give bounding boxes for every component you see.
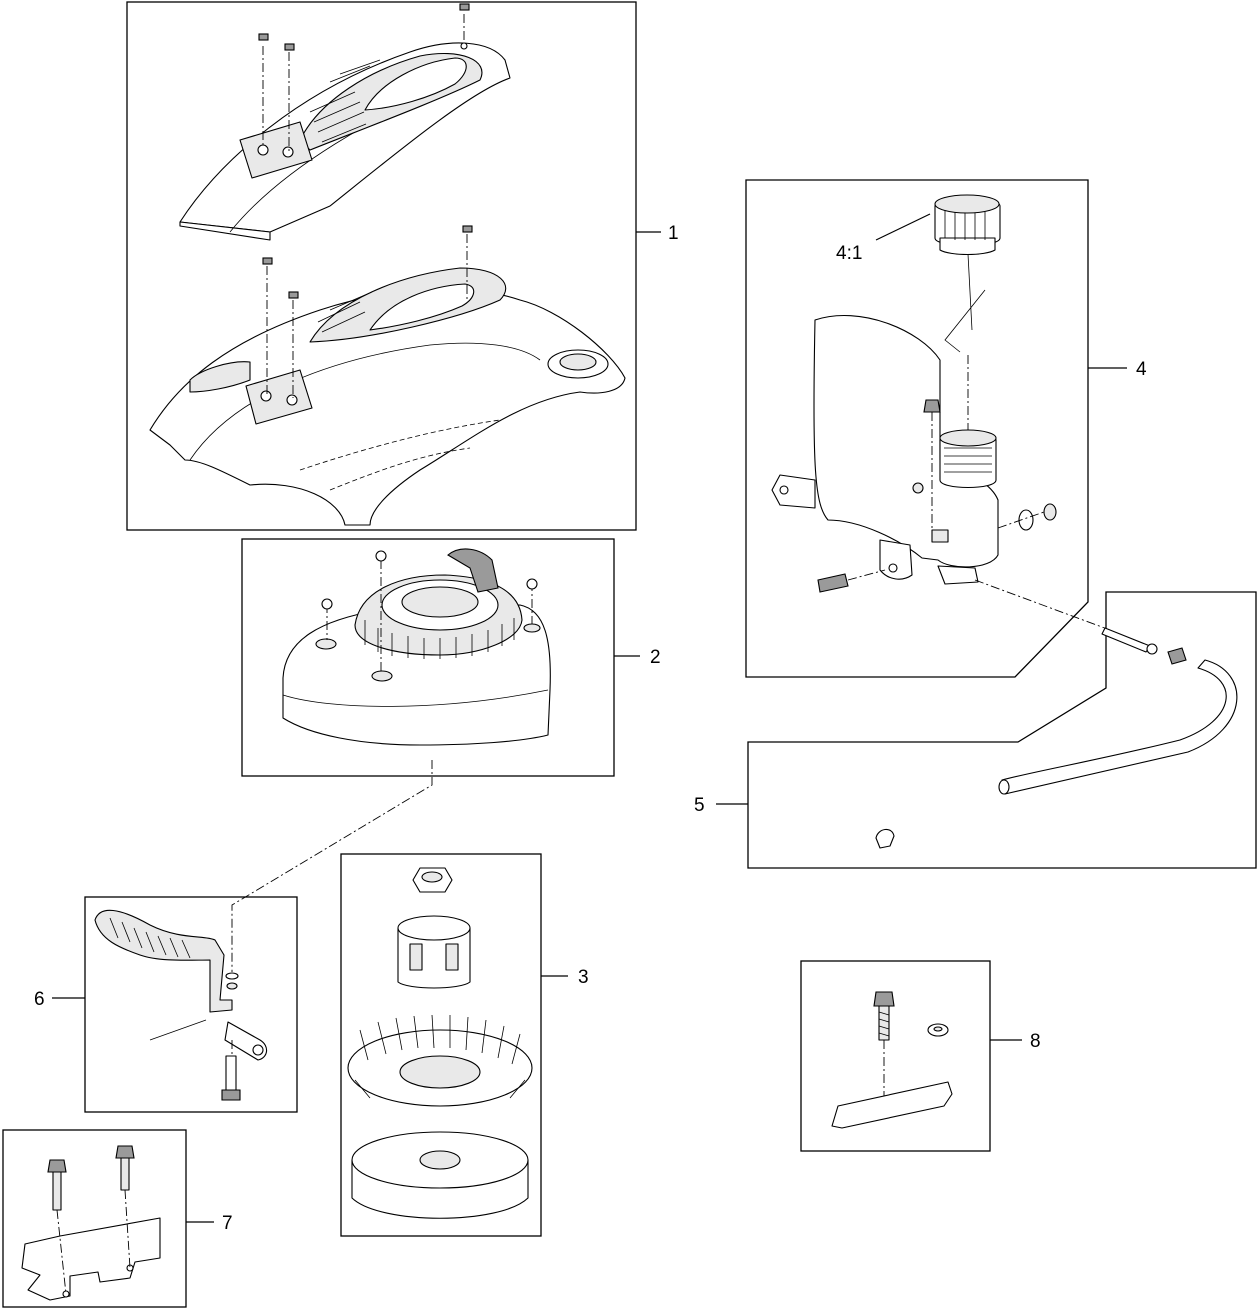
callout-8: 8 [1030,1031,1041,1052]
group-7-baffle: 7 [2,1129,233,1308]
callout-4: 4 [1136,359,1147,380]
lower-cover [149,225,626,526]
group-6-frame [84,896,298,1113]
group-1-frame [126,1,637,531]
group-4-fuel-tank: 4 4:1 [745,179,1147,678]
tank-washer [1018,509,1034,531]
upper-cover-screws [258,3,470,152]
group-5-fuel-hose: 5 [694,591,1257,869]
flywheel-disc [351,1131,529,1219]
fuel-filter-pin [1101,627,1151,653]
group-2-recoil-starter: 2 [241,538,661,777]
handle-bolt [225,1055,237,1093]
group-8-deflector: 8 [800,960,1041,1152]
callout-7: 7 [222,1213,233,1234]
deflector-bolt-head [873,991,895,1007]
flywheel-fan [347,1014,533,1107]
group-4-frame [745,179,1089,678]
baffle-plate [21,1217,161,1301]
group-3-flywheel: 3 [340,853,589,1237]
baffle-bolts [47,1145,135,1295]
callout-1: 1 [668,223,679,244]
callout-4-1-leader [875,213,931,241]
fuel-cap [934,194,1001,256]
callout-5: 5 [694,795,705,816]
tank-body [771,315,999,585]
fuel-hose [1001,659,1238,795]
hose-clamp-upper [1167,647,1187,665]
group-6-handle-bracket: 6 [34,896,298,1113]
cap-strap [944,253,986,353]
lower-cover-screws [262,225,473,398]
deflector-plate [831,1081,953,1129]
tank-screw [923,399,941,413]
hose-clamp-lower [875,828,895,849]
callout-4-1: 4:1 [836,243,862,264]
starter-handle-link-line [231,760,433,972]
tank-stud [817,573,849,593]
group-7-frame [2,1129,187,1308]
group-3-frame [340,853,542,1237]
fuel-outlet-line [974,579,1111,631]
group-5-frame [747,591,1257,869]
group-2-frame [241,538,615,777]
handle-grip [94,909,233,1013]
callout-2: 2 [650,647,661,668]
group-8-frame [800,960,991,1152]
upper-cover [179,3,511,241]
tank-nut [1043,503,1057,521]
callout-6: 6 [34,989,45,1010]
group-1-engine-cover: 1 [126,1,679,531]
callout-3: 3 [578,967,589,988]
starter-cup [397,915,471,989]
